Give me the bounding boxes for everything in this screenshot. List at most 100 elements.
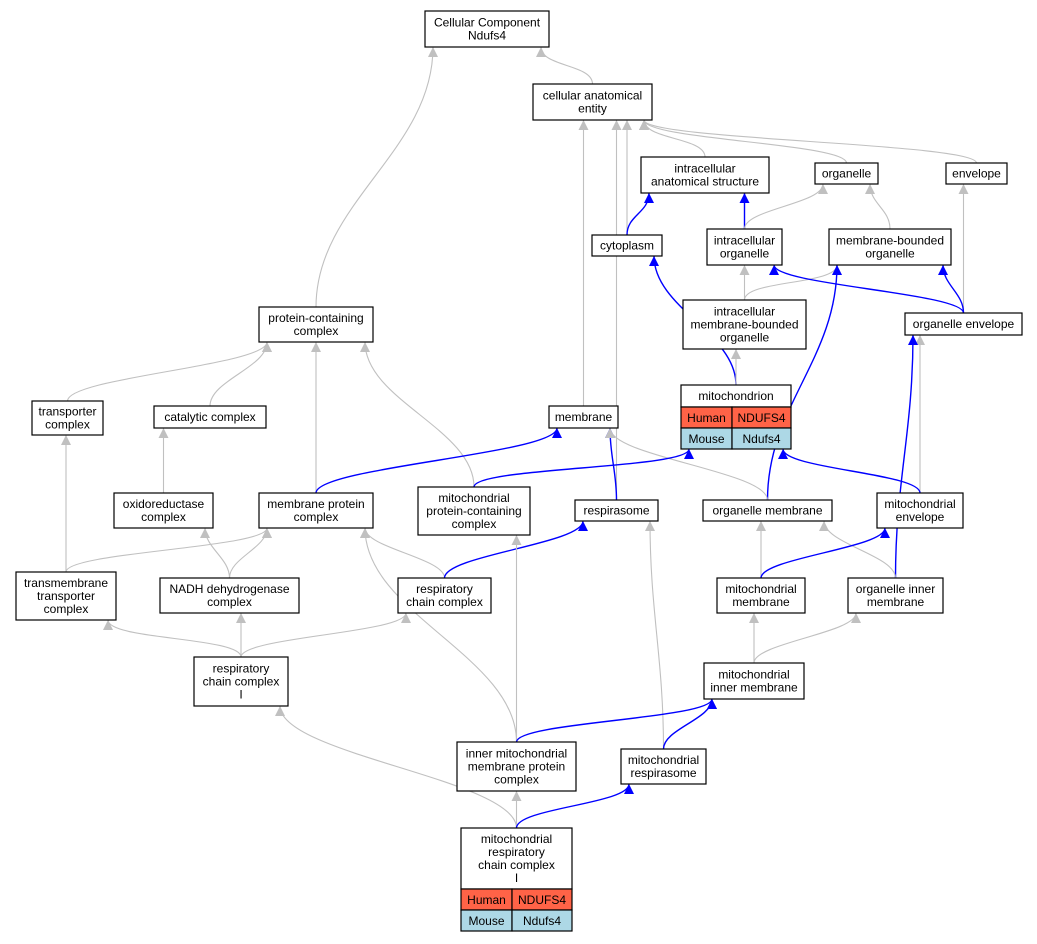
node-envelope[interactable]: envelope [945,162,1008,185]
node-label-line: mitochondrial [725,582,796,596]
node-label-line: inner membrane [710,681,798,695]
node-box [258,306,374,343]
gene-row-human: Human NDUFS4 [680,406,792,429]
edge-rcc1-to-rcc [240,612,411,658]
node-label-line: chain complex [406,595,483,609]
node-label-line: intracellular [714,234,775,248]
node-oenv[interactable]: organelle envelope [904,312,1023,336]
node-label-line: complex [207,595,252,609]
edge-mpcc-to-pcc [360,341,475,488]
node-box [193,656,289,707]
gene-symbol: Ndufs4 [742,432,780,446]
edge-mbo-to-organelle [865,183,891,230]
node-organelle[interactable]: organelle [814,162,879,185]
edge-nadh-to-mpc [228,527,272,579]
node-label-line: mitochondrial [718,668,789,682]
node-label-line: organelle inner [856,582,935,596]
node-label-line: membrane-bounded [836,234,944,248]
node-box [706,228,783,266]
node-label-line: organelle [720,247,770,261]
edge-mpcc-to-mito [473,448,694,488]
node-label-line: protein-containing [426,504,521,518]
edge-menv-to-mito [778,448,921,494]
node-respirasome[interactable]: respirasome [574,499,659,522]
edge-omem-to-membrane [605,427,769,501]
node-label-line: envelope [952,167,1001,181]
node-label-line: organelle envelope [913,317,1015,331]
node-cytoplasm[interactable]: cytoplasm [591,234,663,257]
node-catalytic[interactable]: catalytic complex [153,405,267,429]
node-label-line: organelle [822,167,872,181]
gene-symbol: Ndufs4 [523,914,561,928]
node-label-line: respiratory [213,662,270,676]
node-label-line: membrane [732,595,790,609]
edge-mim-to-oim [753,612,861,664]
node-box [682,299,807,350]
node-label-line: organelle [865,247,915,261]
node-label-line: complex [45,418,90,432]
node-label-line: chain complex [478,858,555,872]
edge-nadh-to-oxidored [200,527,231,579]
node-box [456,741,577,792]
node-box [548,405,619,429]
node-box [703,662,805,700]
node-box [716,577,806,614]
node-label-line: transporter [37,589,95,603]
node-label-line: complex [294,324,339,338]
node-box [591,234,663,257]
node-label-line: organelle membrane [712,504,822,518]
node-label-line: envelope [896,510,945,524]
node-omem[interactable]: organelle membrane [702,499,833,522]
node-label-line: oxidoreductase [123,497,205,511]
node-box [532,83,653,121]
node-label-line: intracellular [674,162,735,176]
node-label-line: mitochondrial [884,497,955,511]
node-membrane[interactable]: membrane [548,405,619,429]
species-name: Human [687,411,726,425]
gene-symbol: NDUFS4 [737,411,785,425]
node-box [460,827,573,890]
node-label-line: mitochondrion [698,389,773,403]
gene-row-mouse: Mouse Ndufs4 [460,909,573,932]
node-box [113,492,214,529]
node-box [620,748,707,785]
species-name: Mouse [468,914,504,928]
node-label-line: mitochondrial [481,832,552,846]
node-box [15,571,117,621]
edge-mresp-to-respirasome [645,520,665,750]
node-label-line: transporter [38,405,96,419]
node-label-line: membrane protein [468,760,565,774]
node-label-line: membrane-bounded [690,318,798,332]
edge-rcc1-to-tmtc [103,619,242,658]
node-box [828,228,952,266]
node-label-line: mitochondrial [438,491,509,505]
node-label-line: complex [294,510,339,524]
node-label-line: cytoplasm [600,239,654,253]
edge-impc-to-mpc [360,527,518,743]
edge-mresp-to-mim [662,698,717,750]
